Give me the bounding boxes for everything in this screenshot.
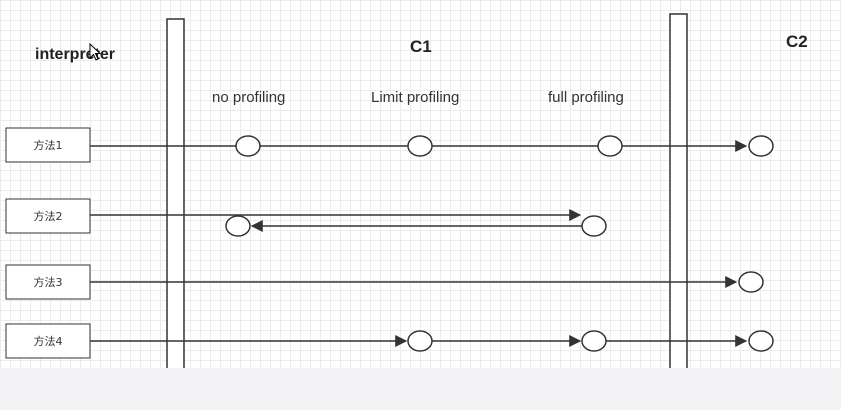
state-node — [597, 135, 623, 157]
method-label: 方法1 — [34, 138, 63, 152]
method-1-path — [90, 135, 774, 157]
state-node — [407, 135, 433, 157]
bottom-strip — [0, 368, 841, 410]
state-node — [748, 135, 774, 157]
method-box-4: 方法4 — [5, 323, 91, 359]
state-node — [738, 271, 764, 293]
state-node — [581, 215, 607, 237]
stage-no-profiling: no profiling — [212, 89, 285, 106]
diagram-canvas: interpreter C1 C2 no profiling Limit pro… — [0, 0, 841, 368]
method-box-1: 方法1 — [5, 127, 91, 163]
diagram-svg: interpreter C1 C2 no profiling Limit pro… — [5, 13, 808, 368]
method-4-path — [90, 330, 774, 352]
method-3-path — [90, 271, 764, 293]
stage-limit-profiling: Limit profiling — [371, 89, 459, 106]
interpreter-label: interpreter — [35, 46, 115, 63]
c1-label: C1 — [410, 37, 432, 56]
state-node — [225, 215, 251, 237]
state-node — [235, 135, 261, 157]
c1-c2-boundary — [669, 13, 688, 368]
method-box-3: 方法3 — [5, 264, 91, 300]
state-node — [407, 330, 433, 352]
method-label: 方法3 — [34, 275, 63, 289]
method-label: 方法2 — [34, 209, 63, 223]
method-2-path — [90, 209, 607, 237]
c2-label: C2 — [786, 32, 808, 51]
stage-full-profiling: full profiling — [548, 89, 624, 106]
mouse-cursor-icon — [89, 42, 102, 61]
interpreter-c1-boundary — [166, 18, 185, 368]
state-node — [748, 330, 774, 352]
state-node — [581, 330, 607, 352]
method-box-2: 方法2 — [5, 198, 91, 234]
method-label: 方法4 — [34, 334, 63, 348]
